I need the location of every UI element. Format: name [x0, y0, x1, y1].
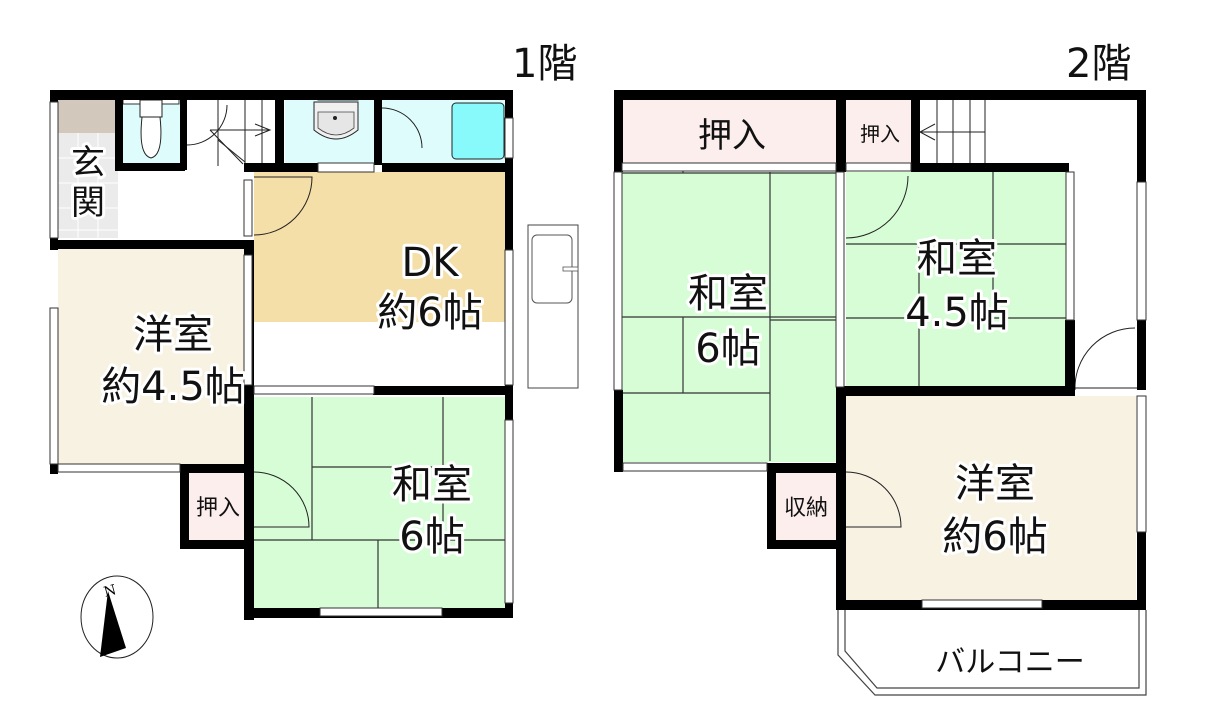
door-dk — [253, 176, 313, 236]
room-label-japanese-2b: 和室 — [917, 236, 997, 282]
room-area-japanese-2b: 4.5帖 — [905, 290, 1009, 336]
room-label-japanese-1: 和室 — [392, 462, 472, 508]
bathtub-icon — [451, 102, 505, 160]
toilet-icon — [139, 99, 163, 159]
compass-north-label: N — [102, 582, 118, 601]
japanese-room-2b — [846, 172, 1066, 387]
window-western-1-bottom — [57, 463, 181, 473]
door-closet-1 — [253, 471, 310, 528]
floor-1-label: 1階 — [512, 41, 577, 87]
western-room-1 — [58, 248, 244, 464]
door-storage-2 — [845, 471, 902, 528]
window-western-2-right — [1136, 395, 1147, 533]
room-label-closet-2a: 押入 — [698, 116, 766, 156]
room-label-western-2: 洋室 — [955, 461, 1035, 507]
window-japanese-1-bottom — [319, 607, 443, 617]
sliding-door-closet-2a — [621, 162, 837, 172]
room-area-western-2: 約6帖 — [942, 514, 1047, 560]
window-japanese-2b-right — [1065, 171, 1075, 321]
room-area-western-1: 約4.5帖 — [101, 364, 245, 410]
room-label-genkan-2: 関 — [71, 183, 105, 223]
window-western-2-bottom — [921, 599, 1043, 609]
genkan-step — [58, 98, 118, 133]
closet-2a — [622, 98, 837, 166]
room-area-japanese-1: 6帖 — [399, 514, 464, 560]
window-western-1-left — [49, 307, 59, 465]
storage-2 — [775, 472, 839, 542]
sliding-door-between — [835, 171, 845, 388]
sliding-door-western-1 — [243, 254, 253, 386]
japanese-room-1 — [254, 397, 510, 609]
sliding-door-dk — [243, 179, 253, 237]
window-bath — [504, 117, 514, 159]
tatami-lines-2a — [622, 170, 837, 461]
door-japanese-2b — [845, 175, 909, 239]
room-label-closet-2b: 押入 — [860, 122, 900, 146]
window-genkan — [49, 101, 59, 239]
room-area-japanese-2a: 6帖 — [695, 326, 760, 372]
kitchen-counter — [527, 224, 579, 389]
closet-1 — [188, 472, 244, 542]
window-japanese-1-right — [504, 419, 514, 604]
room-label-dk: DK — [401, 240, 460, 286]
floor-2-label: 2階 — [1066, 41, 1131, 87]
room-label-balcony: バルコニー — [935, 645, 1084, 680]
compass-icon: N — [80, 575, 154, 659]
floor-2: 2階 — [613, 41, 1147, 696]
room-label-western-1: 洋室 — [133, 312, 213, 358]
window-kitchen — [504, 249, 514, 386]
balcony — [837, 610, 1147, 696]
western-room-2 — [846, 396, 1136, 601]
stairs-2f — [918, 100, 986, 165]
floor-1: 1階 — [49, 41, 579, 620]
window-japanese-2a-bottom — [622, 462, 768, 472]
room-label-storage-2: 収納 — [784, 496, 828, 521]
sink-icon — [313, 101, 359, 140]
dk-room — [254, 172, 507, 322]
closet-2b — [846, 98, 911, 166]
sliding-door-japanese-1 — [253, 385, 375, 395]
tatami-lines-1f — [254, 397, 510, 609]
room-label-japanese-2a: 和室 — [688, 271, 768, 317]
sliding-door-closet-2b — [845, 162, 912, 172]
room-area-dk: 約6帖 — [377, 290, 482, 336]
tatami-lines-2b — [846, 172, 1066, 387]
room-label-genkan-1: 玄 — [71, 143, 105, 183]
room-label-closet-1: 押入 — [196, 496, 240, 521]
window-corridor-2f — [1136, 181, 1147, 321]
genkan-tile-grid — [58, 133, 118, 238]
folding-door-wash — [317, 162, 375, 173]
genkan-floor — [58, 133, 118, 238]
window-japanese-2a-left — [613, 171, 623, 391]
door-western-2-corridor — [1074, 327, 1136, 391]
door-bath — [381, 107, 423, 149]
stairs-1f — [186, 98, 278, 166]
